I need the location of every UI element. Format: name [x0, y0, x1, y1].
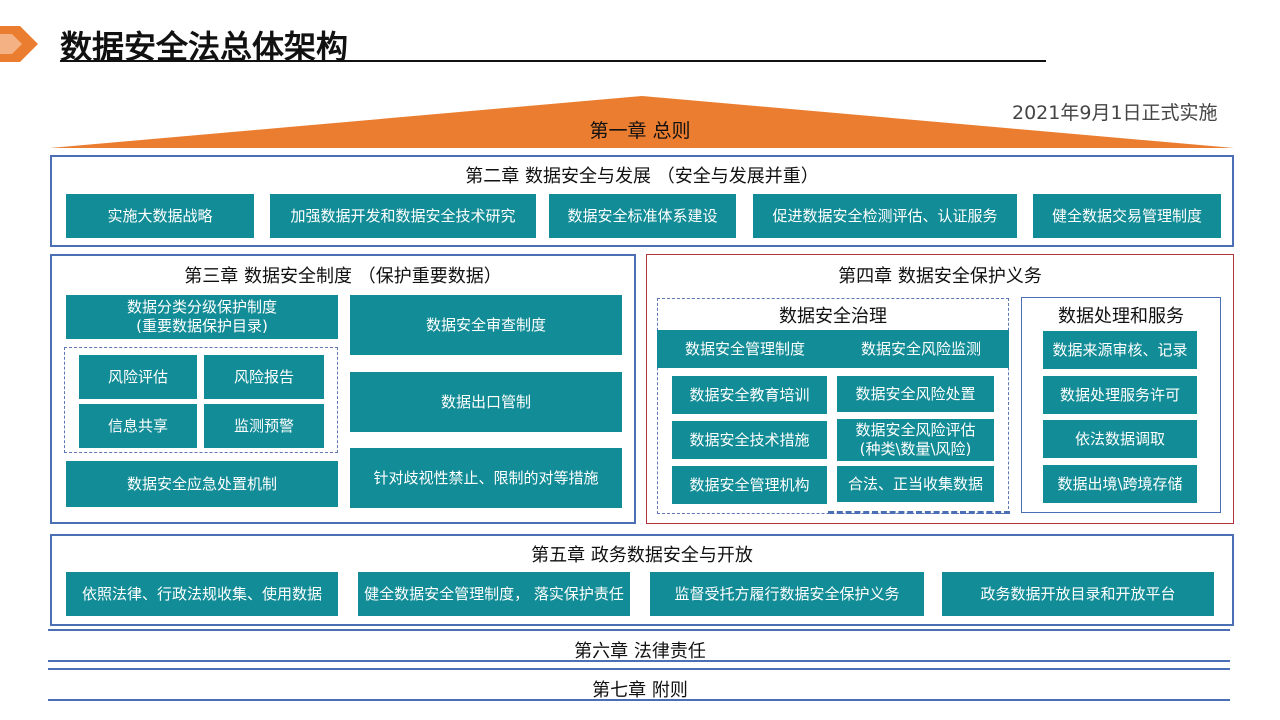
governance-top-bar: 数据安全管理制度 数据安全风险监测 [657, 330, 1009, 368]
governance-left-0: 数据安全教育培训 [672, 376, 827, 414]
ch3-title: 第三章 数据安全制度 （保护重要数据） [184, 266, 502, 287]
ch7-title: 第七章 附则 [592, 680, 688, 701]
ch4-processing-group [1021, 297, 1221, 513]
ch7-top-line [48, 668, 1230, 670]
ch7-bottom-line [48, 699, 1230, 701]
ch1-roof [50, 96, 1234, 148]
ch4-panel [646, 254, 1234, 524]
ch3-review: 数据安全审查制度 [350, 295, 622, 355]
ch2-item-3: 促进数据安全检测评估、认证服务 [753, 194, 1017, 238]
ch2-panel [50, 155, 1234, 247]
governance-left-1: 数据安全技术措施 [672, 421, 827, 459]
ch2-item-4: 健全数据交易管理制度 [1033, 194, 1221, 238]
governance-right-0: 数据安全风险处置 [837, 376, 994, 412]
governance-dash-accent [828, 511, 1010, 517]
ch3-risk-group [64, 347, 338, 453]
processing-title: 数据处理和服务 [1058, 306, 1184, 327]
governance-top-1: 数据安全风险监测 [860, 339, 981, 358]
effective-date: 2021年9月1日正式实施 [1012, 102, 1218, 124]
page-title: 数据安全法总体架构 [60, 28, 349, 66]
ch5-panel [50, 534, 1234, 626]
ch6-title: 第六章 法律责任 [574, 641, 706, 662]
governance-top-0: 数据安全管理制度 [684, 339, 805, 358]
processing-item-1: 数据处理服务许可 [1043, 376, 1197, 414]
ch4-title: 第四章 数据安全保护义务 [838, 266, 1042, 287]
ch3-panel [50, 254, 636, 524]
ch2-title: 第二章 数据安全与发展 （安全与发展并重） [465, 166, 819, 187]
ch3-classify: 数据分类分级保护制度(重要数据保护目录) [66, 295, 338, 339]
ch5-title: 第五章 政务数据安全与开放 [531, 545, 753, 566]
ch1-title: 第一章 总则 [589, 120, 691, 142]
ch3-risk-3: 监测预警 [204, 404, 324, 448]
ch5-item-0: 依照法律、行政法规收集、使用数据 [66, 572, 338, 616]
ch6-top-line [48, 629, 1230, 631]
ch6-bottom-line [48, 660, 1230, 662]
ch5-item-1: 健全数据安全管理制度， 落实保护责任 [358, 572, 630, 616]
ch5-item-2: 监督受托方履行数据安全保护义务 [650, 572, 924, 616]
header-arrow-icon [0, 26, 38, 62]
governance-right-2: 合法、正当收集数据 [837, 466, 994, 502]
ch3-risk-2: 信息共享 [79, 404, 197, 448]
ch2-item-0: 实施大数据战略 [66, 194, 254, 238]
governance-left-2: 数据安全管理机构 [672, 466, 827, 504]
processing-item-3: 数据出境\跨境存储 [1043, 465, 1197, 503]
ch2-item-1: 加强数据开发和数据安全技术研究 [270, 194, 536, 238]
processing-item-0: 数据来源审核、记录 [1043, 331, 1197, 369]
ch5-item-3: 政务数据开放目录和开放平台 [942, 572, 1214, 616]
ch3-emergency: 数据安全应急处置机制 [66, 461, 338, 507]
governance-right-1: 数据安全风险评估(种类\数量\风险) [837, 419, 994, 461]
ch3-reciprocal: 针对歧视性禁止、限制的对等措施 [350, 448, 622, 508]
governance-title: 数据安全治理 [779, 306, 887, 327]
ch3-export: 数据出口管制 [350, 372, 622, 432]
processing-item-2: 依法数据调取 [1043, 420, 1197, 458]
ch3-risk-1: 风险报告 [204, 355, 324, 399]
ch3-risk-0: 风险评估 [79, 355, 197, 399]
ch2-item-2: 数据安全标准体系建设 [549, 194, 736, 238]
title-underline [60, 60, 1046, 62]
